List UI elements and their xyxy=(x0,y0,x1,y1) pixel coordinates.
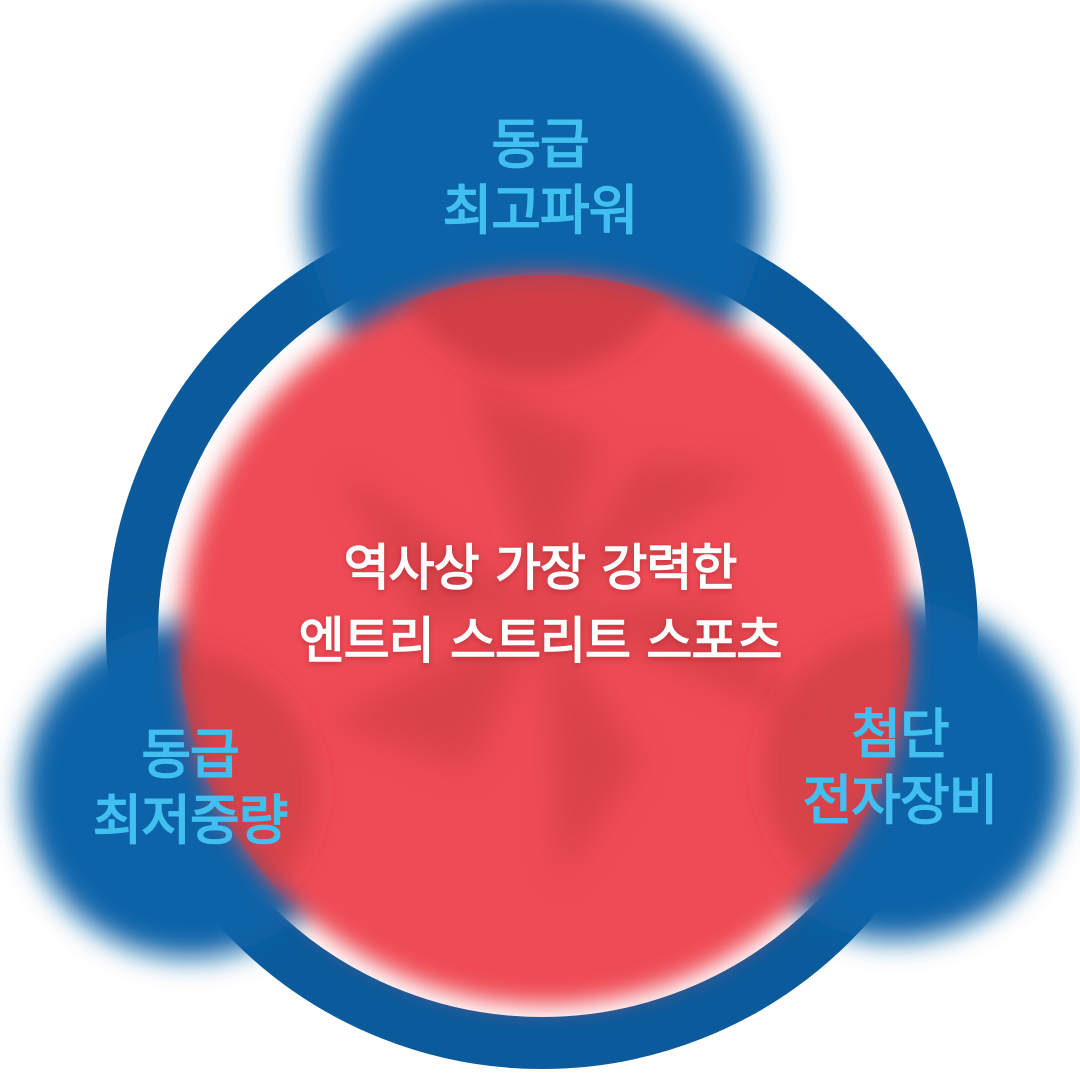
center-line2: 엔트리 스트리트 스포츠 xyxy=(298,611,783,670)
feature-right-label: 첨단 전자장비 xyxy=(730,702,1070,834)
center-disk xyxy=(180,275,910,1005)
feature-top-line1: 동급 xyxy=(491,113,589,176)
center-headline: 역사상 가장 강력한 엔트리 스트리트 스포츠 xyxy=(190,532,890,677)
feature-left-line1: 동급 xyxy=(141,723,239,786)
feature-left-line2: 최저중량 xyxy=(92,788,289,852)
feature-top-line2: 최고파워 xyxy=(442,178,639,242)
pinwheel-shading xyxy=(330,380,800,880)
feature-right-line1: 첨단 xyxy=(851,703,949,766)
feature-left-label: 동급 최저중량 xyxy=(20,722,360,854)
feature-top-label: 동급 최고파워 xyxy=(340,112,740,244)
center-line1: 역사상 가장 강력한 xyxy=(343,539,738,597)
feature-right-line2: 전자장비 xyxy=(802,768,999,832)
